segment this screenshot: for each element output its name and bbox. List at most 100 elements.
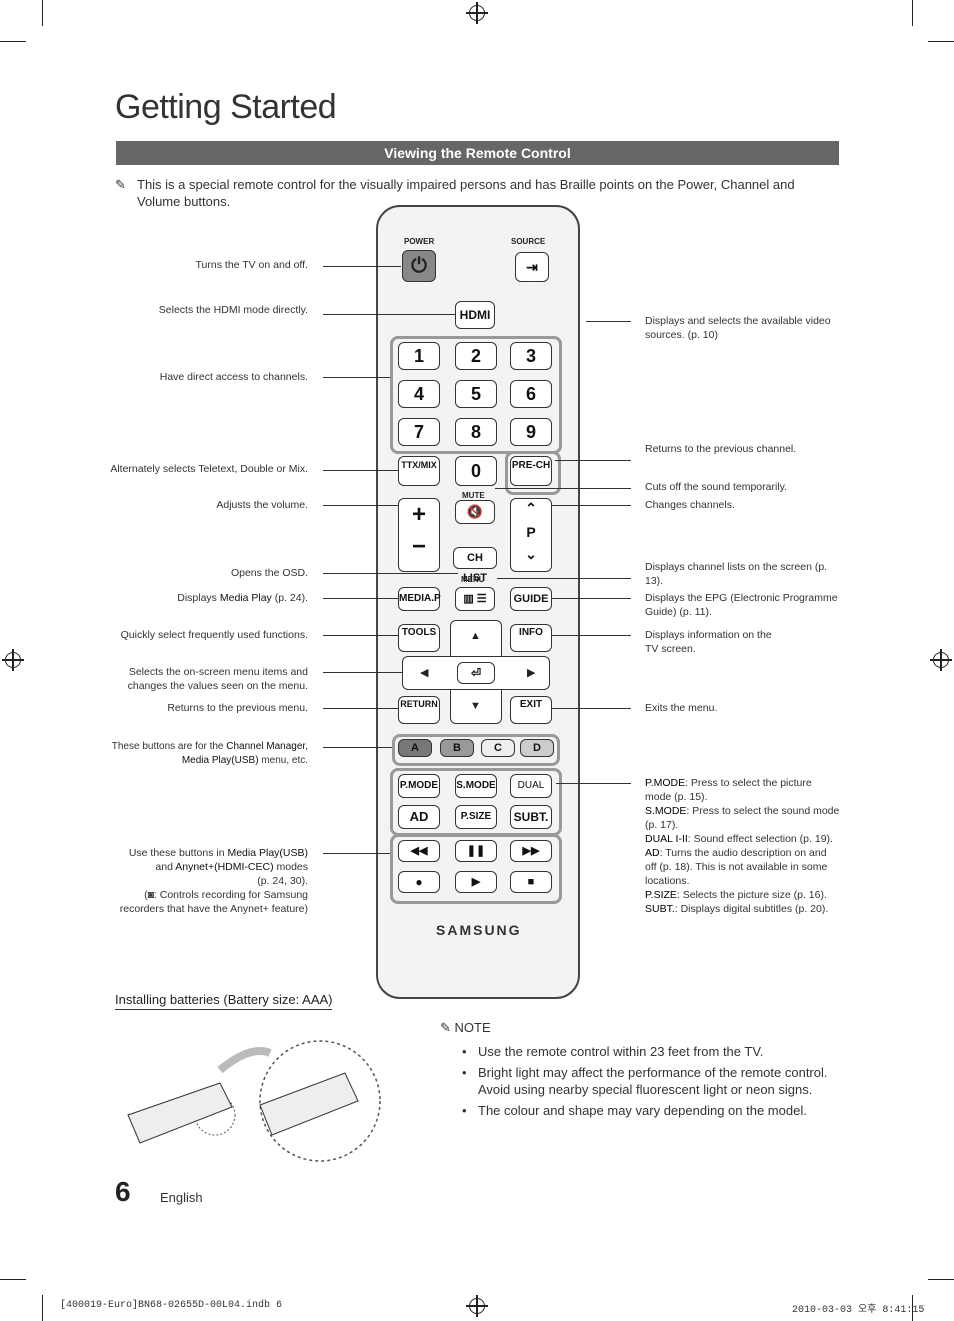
record-icon: ◙ [147, 889, 154, 901]
label-abcd: These buttons are for the Channel Manage… [111, 741, 308, 766]
digit-1-button[interactable]: 1 [398, 342, 440, 370]
label-source: Displays and selects the available video… [645, 315, 831, 341]
p-mode-button[interactable]: P.MODE [398, 774, 440, 798]
ch-list-button[interactable]: CH LIST [453, 547, 497, 584]
menu-label: MENU [461, 575, 485, 584]
label-usb: Use these buttons in Media Play(USB) and… [119, 847, 308, 915]
crop-mark [912, 0, 913, 26]
label-prech: Returns to the previous channel. [645, 443, 797, 455]
power-label: POWER [404, 237, 435, 246]
mode-desc: SUBT.: Displays digital subtitles (p. 20… [645, 903, 829, 915]
leader-line [323, 377, 390, 378]
tools-button[interactable]: TOOLS [398, 624, 440, 652]
left-arrow-button[interactable]: ◀ [420, 667, 429, 679]
record-button[interactable]: ● [398, 871, 440, 893]
down-arrow-button[interactable]: ▼ [470, 700, 481, 712]
ttx-mix-button[interactable]: TTX/MIX [398, 456, 440, 486]
leader-line [495, 488, 631, 489]
color-b-button[interactable]: B [440, 739, 474, 757]
digit-0-button[interactable]: 0 [455, 456, 497, 486]
dual-button[interactable]: DUAL [510, 774, 552, 798]
label-mute: Cuts off the sound temporarily. [645, 481, 788, 493]
right-arrow-button[interactable]: ▶ [527, 667, 536, 679]
info-button[interactable]: INFO [510, 624, 552, 652]
page-language: English [160, 1190, 203, 1205]
leader-line [323, 672, 402, 673]
media-p-button[interactable]: MEDIA.P [398, 587, 441, 611]
enter-button[interactable]: ⏎ [457, 662, 495, 684]
enter-icon: ⏎ [470, 666, 482, 680]
digit-6-button[interactable]: 6 [510, 380, 552, 408]
digit-7-button[interactable]: 7 [398, 418, 440, 446]
label-mediap: Displays Media Play (p. 24). [177, 592, 308, 604]
digit-2-button[interactable]: 2 [455, 342, 497, 370]
leader-line [323, 314, 455, 315]
crop-mark [0, 1279, 26, 1280]
subt-button[interactable]: SUBT. [510, 805, 552, 829]
digit-9-button[interactable]: 9 [510, 418, 552, 446]
registration-mark-icon [930, 649, 952, 671]
leader-line [323, 853, 390, 854]
media-group [390, 834, 562, 904]
color-d-button[interactable]: D [520, 739, 554, 757]
registration-mark-icon [466, 1295, 488, 1317]
label-hdmi: Selects the HDMI mode directly. [158, 304, 308, 316]
rewind-button[interactable]: ◀◀ [398, 840, 440, 862]
leader-line [552, 635, 631, 636]
power-icon: ⏻ [411, 255, 427, 277]
page-number: 6 [115, 1176, 131, 1207]
power-button[interactable]: ⏻ [402, 250, 436, 282]
up-arrow-button[interactable]: ▲ [470, 630, 481, 642]
leader-line [552, 708, 631, 709]
channel-down-icon: ⌄ [525, 546, 537, 562]
exit-button[interactable]: EXIT [510, 696, 552, 724]
digit-3-button[interactable]: 3 [510, 342, 552, 370]
color-c-button[interactable]: C [481, 739, 515, 757]
samsung-logo: SAMSUNG [436, 922, 522, 938]
note-list: •Use the remote control within 23 feet f… [462, 1043, 832, 1123]
guide-button[interactable]: GUIDE [510, 587, 552, 611]
label-power: Turns the TV on and off. [195, 259, 308, 271]
source-button[interactable]: ⇥ [515, 252, 549, 282]
color-a-button[interactable]: A [398, 739, 432, 757]
source-icon: ⇥ [526, 259, 538, 275]
hdmi-button[interactable]: HDMI [455, 301, 495, 329]
channel-rocker[interactable]: ⌃P⌄ [510, 498, 552, 572]
footer-file: [400019-Euro]BN68-02655D-00L04.indb 6 [60, 1300, 283, 1311]
p-size-button[interactable]: P.SIZE [455, 805, 497, 829]
label-channel: Changes channels. [645, 499, 735, 511]
play-button[interactable]: ▶ [455, 871, 497, 893]
leader-line [323, 598, 398, 599]
channel-up-icon: ⌃ [525, 500, 537, 516]
pre-ch-button[interactable]: PRE-CH [510, 456, 552, 486]
label-modes: P.MODE: Press to select the picture mode… [645, 776, 840, 916]
digit-4-button[interactable]: 4 [398, 380, 440, 408]
section-header: Viewing the Remote Control [116, 141, 839, 165]
menu-button[interactable]: ▥ ☰ [455, 587, 495, 611]
label-guide: Displays the EPG (Electronic Programme G… [645, 592, 838, 618]
mode-desc: S.MODE: Press to select the sound mode (… [645, 805, 840, 831]
stop-button[interactable]: ■ [510, 871, 552, 893]
note-bullet: •Use the remote control within 23 feet f… [462, 1044, 764, 1059]
pause-button[interactable]: ❚❚ [455, 840, 497, 862]
leader-line [323, 266, 401, 267]
ad-button[interactable]: AD [398, 805, 440, 829]
source-label: SOURCE [511, 237, 546, 246]
crop-mark [0, 41, 26, 42]
mute-icon: 🔇 [466, 504, 484, 519]
mode-desc: AD: Turns the audio description on and o… [645, 847, 828, 887]
fast-forward-button[interactable]: ▶▶ [510, 840, 552, 862]
return-button[interactable]: RETURN [398, 696, 440, 724]
battery-illustration [127, 1040, 381, 1162]
record-icon: ● [415, 875, 423, 889]
leader-line [586, 321, 631, 322]
volume-rocker[interactable]: +− [398, 498, 440, 572]
digit-8-button[interactable]: 8 [455, 418, 497, 446]
label-return: Returns to the previous menu. [167, 702, 308, 714]
registration-mark-icon [466, 2, 488, 24]
s-mode-button[interactable]: S.MODE [455, 774, 497, 798]
mode-desc: P.SIZE: Selects the picture size (p. 16)… [645, 889, 827, 901]
mute-button[interactable]: 🔇 [455, 500, 495, 524]
digit-5-button[interactable]: 5 [455, 380, 497, 408]
menu-icon: ▥ ☰ [463, 593, 487, 605]
